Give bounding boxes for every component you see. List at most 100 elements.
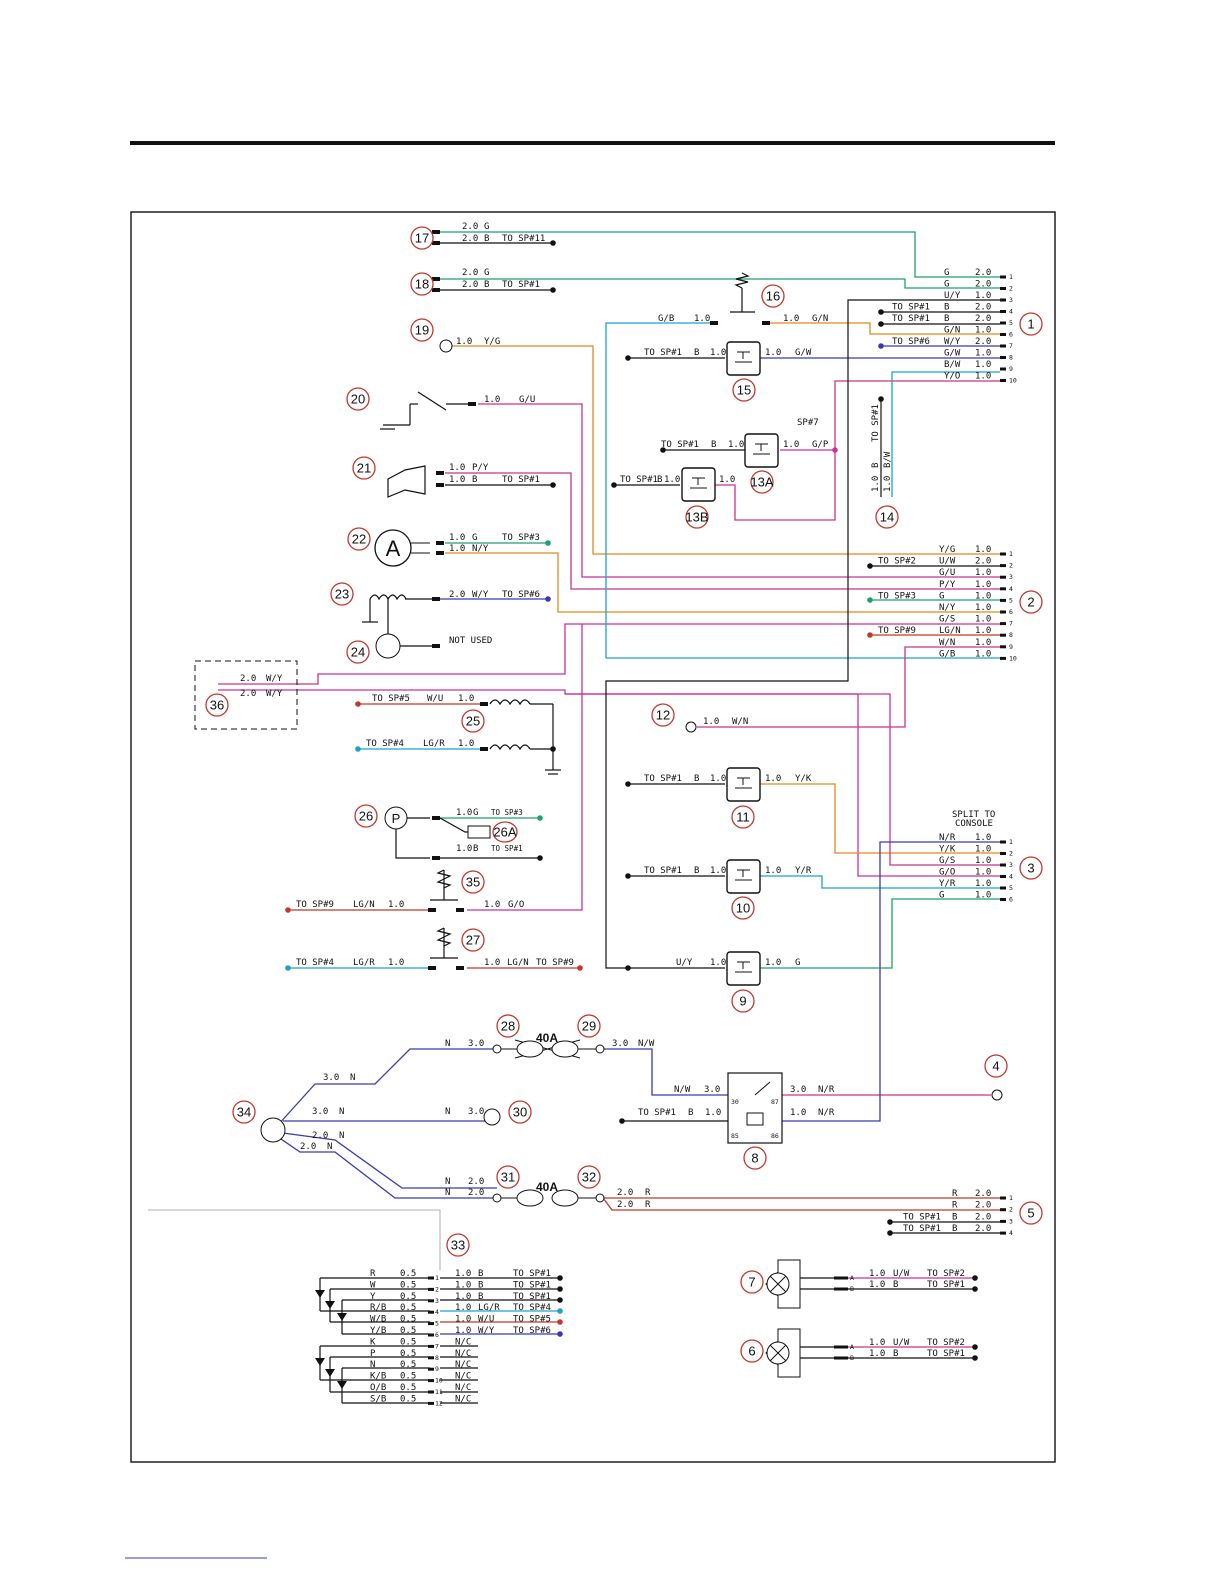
- callout-1: 1: [1019, 312, 1043, 336]
- wire-dest: TO SP#1: [892, 314, 930, 324]
- c33-out-color: N/C: [455, 1349, 471, 1359]
- c33-in-color: Y/B: [370, 1326, 386, 1336]
- svg-text:36: 36: [210, 698, 224, 713]
- splice-dot: [619, 1118, 625, 1124]
- plug: [432, 241, 440, 245]
- callout-26: 26: [354, 804, 378, 828]
- w31b-size: 2.0: [468, 1188, 484, 1198]
- c35-left-dest: TO SP#9: [296, 900, 334, 910]
- c33-in-size: 0.5: [400, 1349, 416, 1359]
- c33-pin: 3: [435, 1297, 439, 1305]
- wire-size: 2.0: [975, 1212, 991, 1222]
- wire-size: 2.0: [975, 1201, 991, 1211]
- c33-in-size: 0.5: [400, 1394, 416, 1404]
- c33-dest: TO SP#6: [513, 1326, 551, 1336]
- callout-34: 34: [232, 1100, 256, 1124]
- splice-dot: [285, 965, 291, 971]
- pin-number: 2: [1009, 850, 1013, 858]
- pin-number: 5: [1009, 596, 1013, 604]
- relay-pin-85: 85: [731, 1132, 739, 1140]
- wire-36-magenta-b: [218, 689, 1000, 877]
- wire-size: 1.0: [975, 349, 991, 359]
- c13a-left-size: 1.0: [728, 440, 744, 450]
- c33-pin: 5: [435, 1320, 439, 1328]
- splice-dot: [625, 965, 631, 971]
- c10-left-size: 1.0: [710, 866, 726, 876]
- pin-number: 3: [1009, 296, 1013, 304]
- w34a-color: N: [350, 1073, 355, 1083]
- w28-size: 3.0: [468, 1039, 484, 1049]
- callout-17: 17: [410, 226, 434, 250]
- w34a-size: 3.0: [323, 1073, 339, 1083]
- c33-out-size: 1.0: [455, 1269, 471, 1279]
- plug: [456, 908, 464, 912]
- callout-26A: 26A: [492, 821, 518, 843]
- fuse-bottom-rating: 40A: [536, 1180, 558, 1194]
- wire-color: G/U: [939, 568, 955, 578]
- svg-text:9: 9: [739, 994, 746, 1009]
- c33-out-size: 1.0: [455, 1292, 471, 1302]
- wire-color: LG/N: [939, 626, 961, 636]
- wire-size: 1.0: [975, 615, 991, 625]
- svg-text:18: 18: [415, 277, 429, 292]
- pin-number: 4: [1009, 873, 1013, 881]
- svg-text:22: 22: [352, 532, 366, 547]
- splice-dot: [625, 355, 631, 361]
- c26-top-color: G: [473, 808, 478, 818]
- callout-8: 8: [743, 1146, 767, 1170]
- w34d-color: N: [327, 1142, 332, 1152]
- c35-left-size: 1.0: [388, 900, 404, 910]
- c10-right-color: Y/R: [795, 866, 812, 876]
- c33-out-size: 1.0: [455, 1280, 471, 1290]
- wire-dest: TO SP#1: [903, 1224, 941, 1234]
- pin-number: 4: [1009, 1229, 1013, 1237]
- c33-out-color: N/C: [455, 1337, 471, 1347]
- c33-in-color: K: [370, 1337, 376, 1347]
- c33-pin: 7: [435, 1342, 439, 1350]
- pin-number: 6: [1009, 608, 1013, 616]
- wire-36-magenta-a: [218, 623, 1000, 685]
- c11-left-dest: TO SP#1: [644, 774, 682, 784]
- pin-number: 1: [1009, 273, 1013, 281]
- wires: [218, 231, 1000, 1348]
- svg-text:21: 21: [357, 461, 371, 476]
- c33-pin: 9: [435, 1365, 439, 1373]
- splice-dot: [878, 309, 884, 315]
- wire-color: G/S: [939, 856, 955, 866]
- c18-bot-size: 2.0: [462, 280, 478, 290]
- svg-text:17: 17: [415, 231, 429, 246]
- wire-29-blue: [603, 1048, 728, 1096]
- pressure-switch-26: [384, 806, 408, 830]
- splice-dot: [867, 597, 873, 603]
- wire-color: G/B: [939, 649, 955, 659]
- c14-right-color: B/W: [883, 451, 893, 468]
- callout-30: 30: [508, 1100, 532, 1124]
- plug: [432, 230, 440, 234]
- c35-right-color: G/O: [508, 900, 524, 910]
- svg-text:32: 32: [582, 1170, 596, 1185]
- pin-number: 9: [1009, 365, 1013, 373]
- dashed-box-36: [194, 660, 298, 730]
- wire-size: 2.0: [975, 303, 991, 313]
- c33-in-color: Y: [370, 1292, 376, 1302]
- wire-size: 1.0: [975, 891, 991, 901]
- w31a-color: N: [445, 1177, 450, 1187]
- c22-top-dest: TO SP#3: [502, 533, 540, 543]
- wire-10-cyan: [760, 875, 1000, 889]
- pin-number: 7: [1009, 342, 1013, 350]
- c33-pin: 12: [435, 1399, 443, 1407]
- plug: [432, 288, 440, 292]
- c16-left-color: G/B: [658, 314, 674, 324]
- c25-top-dest: TO SP#5: [372, 694, 410, 704]
- svg-text:26A: 26A: [493, 825, 516, 840]
- c15-right-size: 1.0: [765, 348, 781, 358]
- c18-top-color: G: [484, 268, 489, 278]
- wire-9-green: [760, 898, 1000, 969]
- splice-dot: [545, 540, 551, 546]
- lamp-wire-color: U/W: [893, 1338, 910, 1348]
- svg-text:8: 8: [751, 1151, 758, 1166]
- pin-number: 10: [1009, 377, 1017, 385]
- fuse-28-29: [501, 1039, 596, 1059]
- c18-top-size: 2.0: [462, 268, 478, 278]
